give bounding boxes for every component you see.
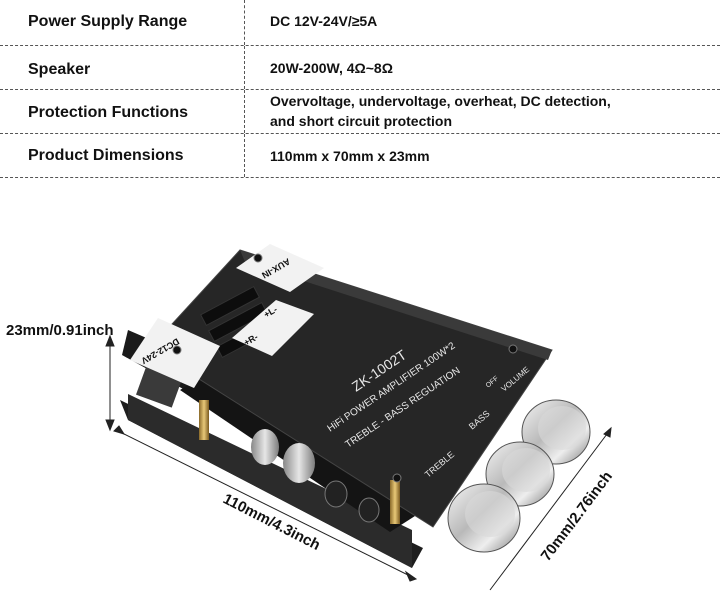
height-dimension-label: 23mm/0.91inch xyxy=(6,322,114,339)
spec-label: Power Supply Range xyxy=(28,13,188,30)
treble-knob[interactable] xyxy=(447,483,521,553)
spec-value: 20W-200W, 4Ω~8Ω xyxy=(270,60,393,76)
spec-label: Product Dimensions xyxy=(28,147,184,164)
spec-table: Power Supply Range DC 12V-24V/≥5A Speake… xyxy=(0,0,720,178)
spec-value: DC 12V-24V/≥5A xyxy=(270,13,378,29)
spec-row-protection: Protection Functions Overvoltage, underv… xyxy=(0,90,720,134)
spec-label: Speaker xyxy=(28,61,91,78)
spec-row-dimensions: Product Dimensions 110mm x 70mm x 23mm xyxy=(0,134,720,178)
column-divider xyxy=(244,90,245,133)
spec-row-speaker: Speaker 20W-200W, 4Ω~8Ω xyxy=(0,46,720,90)
spec-label: Protection Functions xyxy=(28,104,188,121)
amplifier-body xyxy=(120,244,553,568)
width-dimension-line xyxy=(489,426,612,591)
spec-value: Overvoltage, undervoltage, overheat, DC … xyxy=(270,93,611,109)
length-dimension-line xyxy=(113,425,418,582)
column-divider xyxy=(244,0,245,45)
height-dimension-line xyxy=(105,334,115,432)
spec-row-power: Power Supply Range DC 12V-24V/≥5A xyxy=(0,0,720,46)
spec-value-line2: and short circuit protection xyxy=(270,113,453,129)
spec-value: 110mm x 70mm x 23mm xyxy=(270,148,430,164)
column-divider xyxy=(244,134,245,177)
column-divider xyxy=(244,46,245,89)
